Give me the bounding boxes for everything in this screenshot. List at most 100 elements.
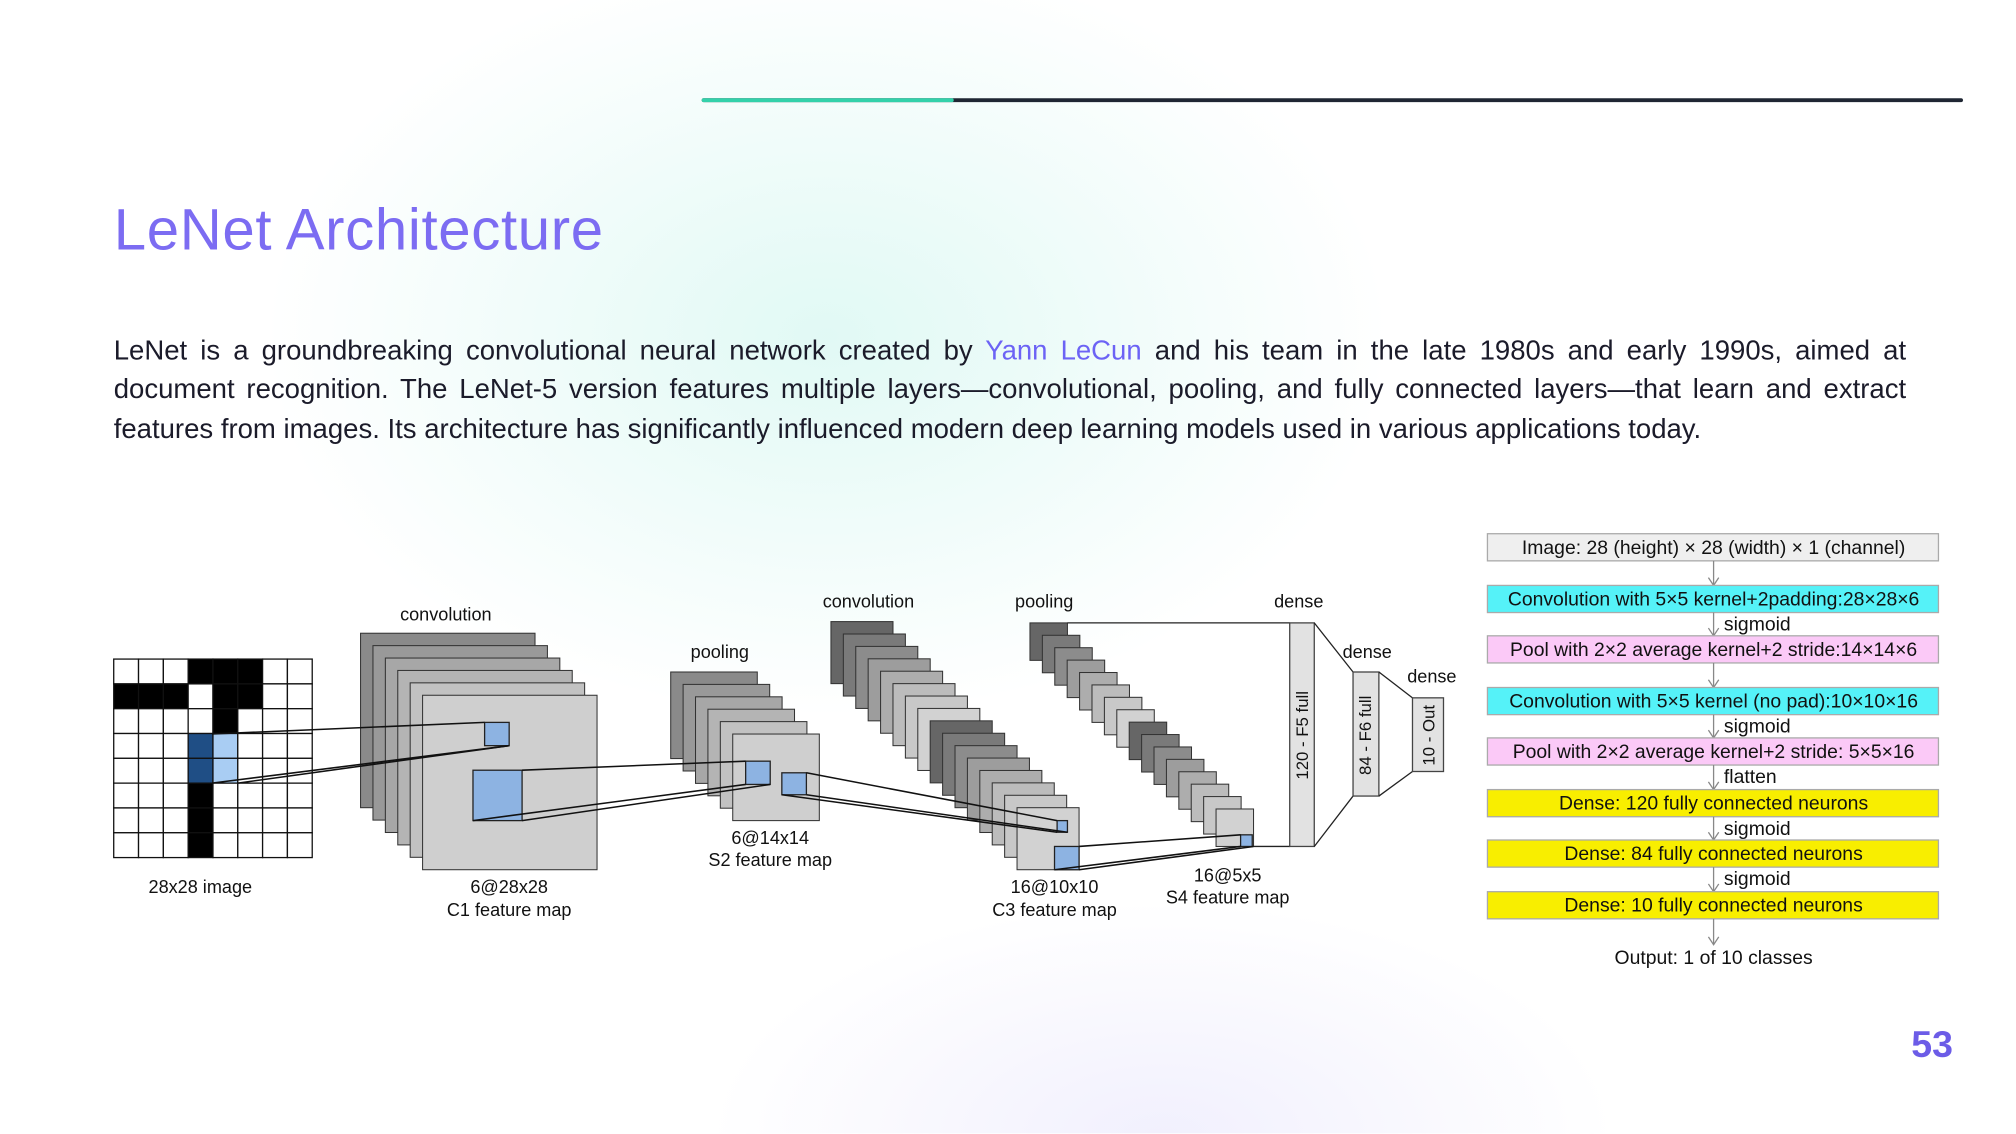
grid-cell: [162, 708, 189, 735]
connection-line: [211, 721, 485, 735]
grid-cell: [113, 732, 140, 759]
grid-cell: [187, 708, 214, 735]
grid-cell: [187, 757, 214, 784]
grid-cell: [261, 782, 289, 809]
s4-op-label: pooling: [1015, 591, 1073, 611]
connection-line: [781, 793, 1058, 834]
flowchart-step-box: [1486, 584, 1940, 614]
grid-cell: [137, 658, 164, 685]
receptive-field: [1239, 834, 1253, 848]
grid-cell: [237, 782, 264, 809]
flowchart-step-label: Dense: 120 fully connected neurons: [1559, 793, 1868, 815]
arrow-head-icon: [1707, 936, 1720, 946]
grid-cell: [212, 832, 239, 859]
paragraph-text-start: LeNet is a groundbreaking convolutional …: [113, 334, 986, 366]
input-image-grid: [113, 658, 313, 859]
c3-feature-maps: [830, 621, 1080, 871]
flowchart-step-box: [1486, 686, 1940, 716]
flowchart-step-label: Pool with 2×2 average kernel+2 stride: 5…: [1513, 741, 1915, 763]
s2-feature-maps: [670, 671, 820, 822]
grid-cell: [261, 658, 289, 685]
f5-layer-label: 120 - F5 full: [1293, 691, 1312, 780]
grid-cell: [113, 757, 140, 784]
grid-cell: [237, 708, 264, 735]
grid-cell: [137, 708, 164, 735]
c3-name-label: C3 feature map: [992, 900, 1117, 920]
grid-cell: [261, 732, 289, 759]
flowchart-edge-label: flatten: [1724, 766, 1777, 788]
flowchart-edge-label: sigmoid: [1724, 614, 1791, 636]
page-number: 53: [1911, 1024, 1954, 1067]
grid-cell: [286, 658, 313, 685]
s2-op-label: pooling: [691, 642, 749, 662]
receptive-field: [781, 772, 808, 796]
receptive-field: [745, 760, 771, 786]
out-op-label: dense: [1407, 666, 1456, 686]
flowchart-step-label: Convolution with 5×5 kernel (no pad):10×…: [1509, 691, 1918, 713]
grid-cell: [113, 658, 140, 685]
grid-cell: [137, 807, 164, 834]
grid-cell: [212, 708, 239, 735]
flowchart-edge-label: sigmoid: [1724, 716, 1791, 738]
c1-name-label: C1 feature map: [447, 900, 572, 920]
grid-cell: [237, 732, 264, 759]
grid-cell: [162, 832, 189, 859]
c3-op-label: convolution: [823, 591, 914, 611]
connection-line: [1078, 845, 1254, 871]
flowchart: Image: 28 (height) × 28 (width) × 1 (cha…: [1486, 533, 1940, 969]
flowchart-edge-label: sigmoid: [1724, 818, 1791, 840]
f6-layer-box: [1352, 671, 1380, 797]
slide-progress-bar: [701, 98, 1964, 103]
grid-cell: [113, 708, 140, 735]
c1-size-label: 6@28x28: [470, 877, 548, 897]
grid-cell: [212, 807, 239, 834]
c1-feature-maps: [360, 632, 598, 871]
slide-progress-fill: [701, 98, 954, 103]
c3-size-label: 16@10x10: [1011, 877, 1099, 897]
s4-size-label: 16@5x5: [1194, 865, 1262, 885]
grid-cell: [187, 832, 214, 859]
flowchart-step-label: Image: 28 (height) × 28 (width) × 1 (cha…: [1522, 537, 1905, 559]
grid-cell: [237, 807, 264, 834]
grid-cell: [162, 782, 189, 809]
grid-cell: [113, 782, 140, 809]
grid-cell: [113, 683, 140, 710]
f6-layer-label: 84 - F6 full: [1356, 696, 1375, 775]
grid-cell: [162, 683, 189, 710]
grid-cell: [286, 683, 313, 710]
grid-cell: [261, 683, 289, 710]
grid-cell: [261, 708, 289, 735]
dense-layers: [1067, 622, 1445, 848]
grid-cell: [137, 782, 164, 809]
grid-cell: [212, 782, 239, 809]
grid-cell: [212, 658, 239, 685]
grid-cell: [162, 807, 189, 834]
out-layer-box: [1411, 697, 1445, 773]
flowchart-step-label: Pool with 2×2 average kernel+2 stride:14…: [1510, 639, 1917, 661]
yann-lecun-link[interactable]: Yann LeCun: [985, 334, 1142, 366]
intro-paragraph: LeNet is a groundbreaking convolutional …: [114, 331, 1906, 448]
f5-op-label: dense: [1274, 591, 1323, 611]
grid-cell: [162, 732, 189, 759]
receptive-field: [483, 721, 510, 747]
grid-cell: [261, 807, 289, 834]
flowchart-step-box: [1486, 533, 1940, 562]
s2-name-label: S2 feature map: [708, 850, 832, 870]
grid-cell: [187, 782, 214, 809]
grid-cell: [187, 807, 214, 834]
grid-cell: [137, 683, 164, 710]
flowchart-step-box: [1486, 839, 1940, 868]
grid-cell: [286, 832, 313, 859]
s4-feature-maps: [1029, 622, 1255, 847]
connection-line: [521, 783, 771, 822]
connection-line: [806, 793, 1068, 834]
grid-cell: [286, 757, 313, 784]
grid-cell: [286, 732, 313, 759]
connection-line: [1378, 770, 1413, 797]
connection-line: [237, 744, 510, 784]
grid-cell: [113, 807, 140, 834]
paragraph-text-end: and his team in the late 1980s and early…: [113, 334, 1907, 445]
s2-size-label: 6@14x14: [731, 828, 809, 848]
